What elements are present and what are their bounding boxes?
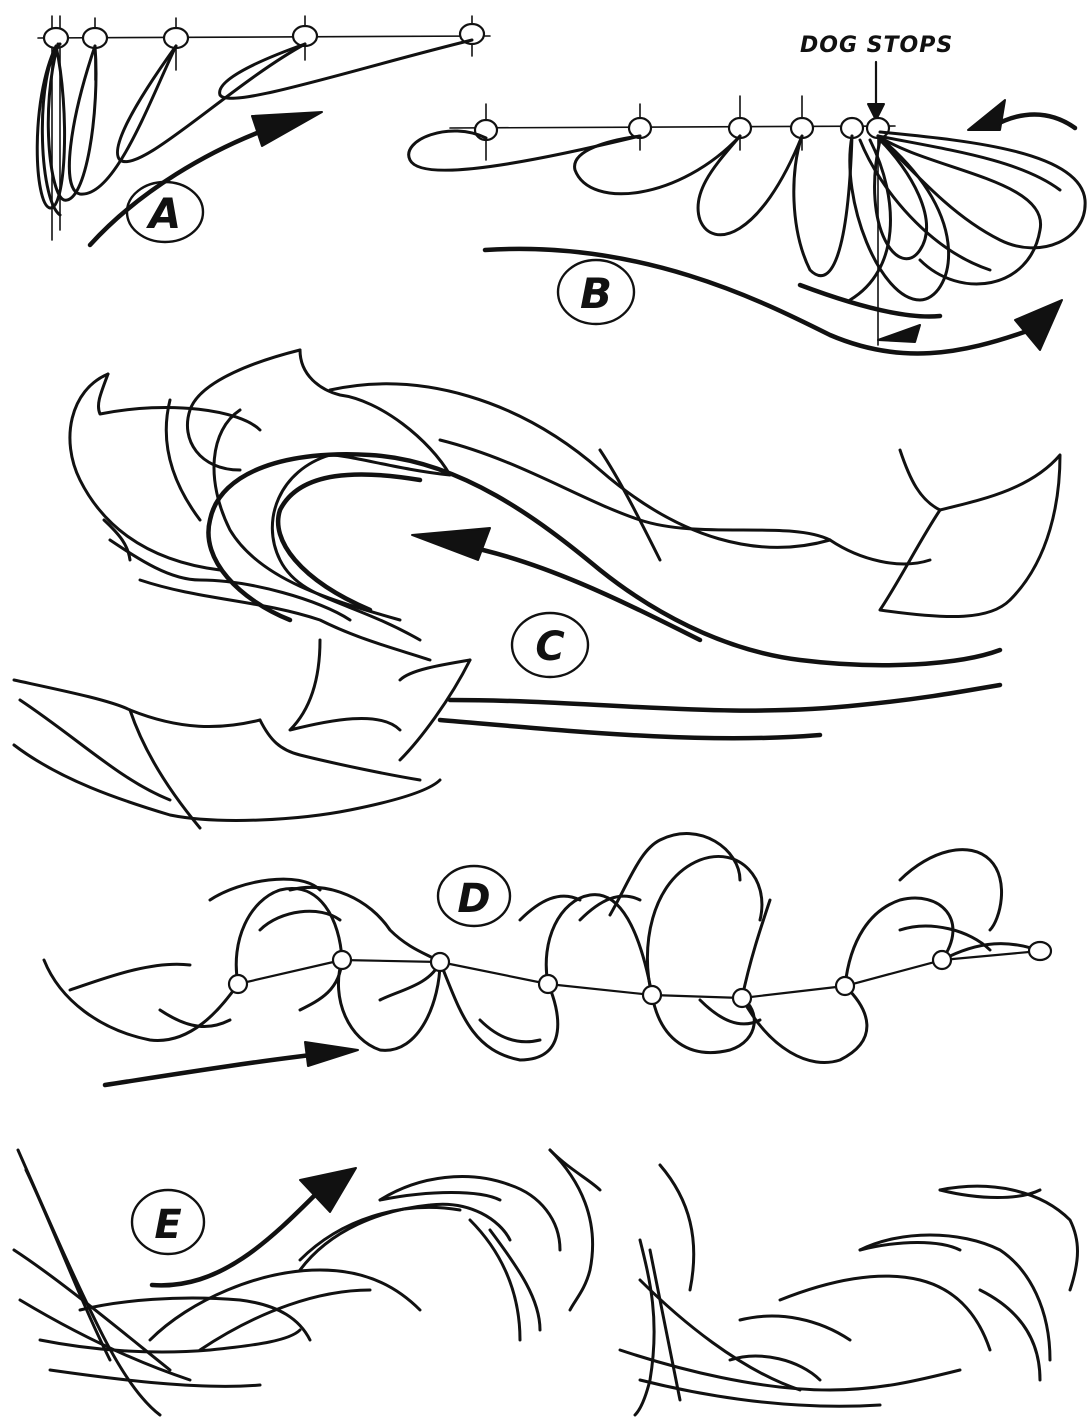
panel-b-guides: [450, 96, 895, 345]
panel-d: D: [44, 834, 1051, 1085]
panel-b-tail-loops: [409, 131, 1085, 300]
panel-e-label: E: [132, 1190, 204, 1254]
panel-b: DOG STOPS: [409, 33, 1085, 354]
panel-d-pivot-points: [229, 942, 1051, 1007]
panel-d-spine: [238, 951, 1040, 998]
panel-a-tail-loops: [37, 40, 472, 215]
panel-c: C: [14, 350, 1060, 828]
panel-d-label: D: [438, 866, 510, 926]
panel-e-label-text: E: [154, 1202, 181, 1248]
dog-stops-annotation: DOG STOPS: [800, 33, 953, 58]
panel-b-pivot-points: [475, 118, 889, 140]
panel-a-label: A: [127, 182, 203, 242]
panel-c-tail-strokes: [14, 350, 1060, 828]
panel-a-motion-arrow: [90, 112, 322, 245]
panel-e-motion-arrow: [152, 1168, 356, 1285]
panel-e: E: [14, 1150, 1078, 1415]
panel-b-label-text: B: [580, 269, 612, 318]
panel-b-stop-arrows: [800, 100, 1075, 342]
panel-a-label-text: A: [146, 189, 182, 238]
panel-d-label-text: D: [457, 876, 490, 922]
panel-d-tail-strokes: [44, 834, 1040, 1063]
panel-c-label: C: [512, 613, 588, 677]
panel-c-label-text: C: [535, 624, 564, 670]
panel-d-motion-arrow: [105, 1042, 358, 1085]
panel-a: A: [37, 16, 490, 245]
panel-b-label: B: [558, 260, 634, 324]
dog-stops-pointer: [868, 62, 884, 120]
